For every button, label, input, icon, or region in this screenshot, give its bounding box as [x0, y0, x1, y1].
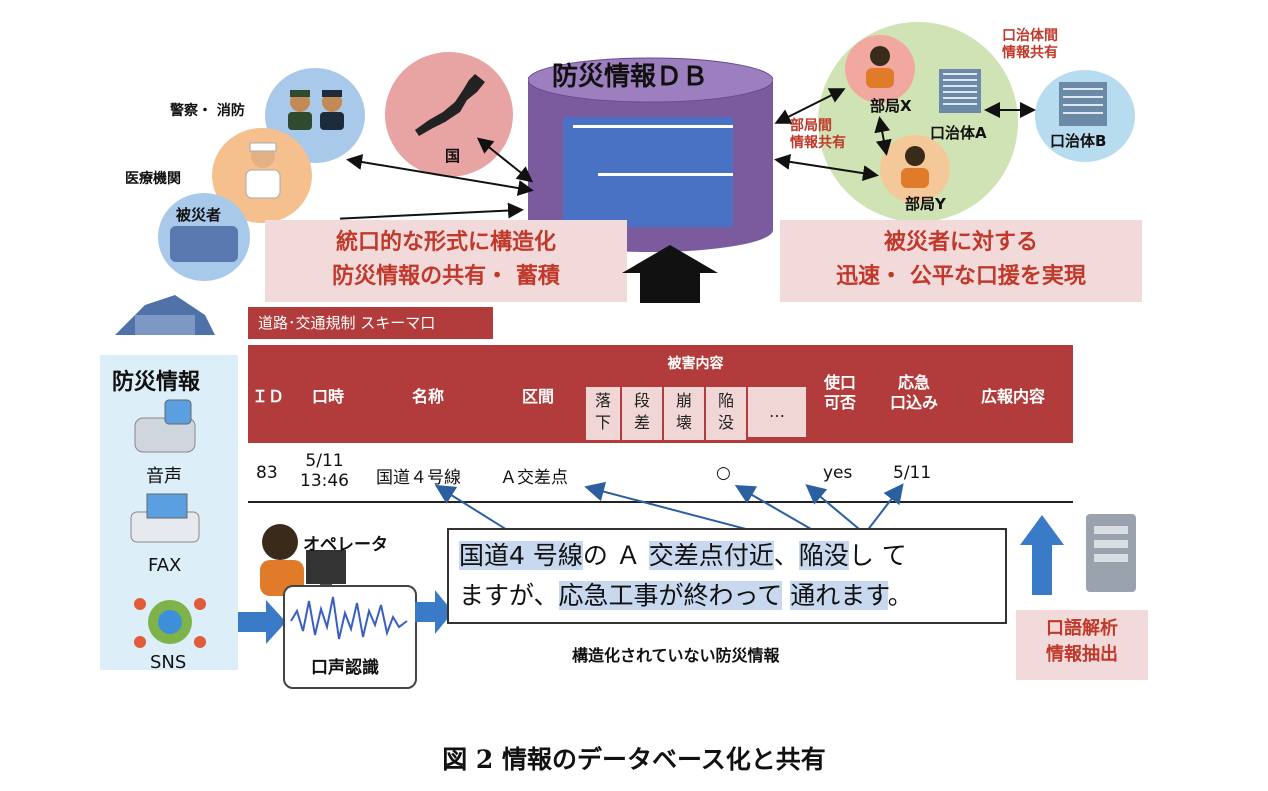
structure-callout: 統口的な形式に構造化 防災情報の共有・ 蓄積: [265, 220, 627, 302]
operator-label: オペレータ: [303, 535, 388, 555]
col-eta: 応急 口込み: [889, 373, 938, 412]
phrase-repair: 応急工事が終わって: [558, 581, 783, 610]
source-fax: FAX: [148, 555, 182, 576]
col-time: 口時: [311, 387, 344, 406]
figure-caption: 図 2 情報のデータベース化と共有: [442, 745, 826, 774]
damage-step: 段 差: [622, 387, 662, 440]
dept-x-person-icon: [862, 44, 898, 94]
dept-share-line2: 情報共有: [790, 135, 846, 151]
up-arrow: [622, 245, 718, 303]
muni-b-label: 口治体B: [1050, 132, 1107, 150]
muni-b-building-icon: [1055, 78, 1111, 132]
doctor-icon: [240, 140, 286, 204]
phrase-sink: 陥没: [798, 541, 849, 570]
row-eta: 5/11: [893, 463, 932, 483]
phrase-period: 。: [887, 581, 913, 610]
schema-title-text: 道路･交通規制 スキーマ口: [258, 314, 436, 332]
database-cylinder: [527, 55, 774, 255]
damage-fall: 落 下: [586, 387, 620, 440]
police-icon: [282, 88, 352, 130]
phrase-no: の Ａ: [582, 541, 649, 570]
disaster-icon: [170, 226, 238, 262]
phrase-shite: し て: [848, 541, 907, 570]
phrase-comma: 、: [773, 541, 799, 570]
left-arrows: [340, 137, 534, 220]
phrase-masuga: ますが、: [459, 581, 559, 610]
unstructured-caption: 構造化されていない防災情報: [572, 646, 780, 665]
muni-a-building-icon: [935, 65, 985, 119]
japan-map-icon: [405, 70, 495, 154]
structure-line2: 防災情報の共有・ 蓄積: [332, 264, 560, 289]
phone-icon: [125, 398, 205, 462]
support-line2: 迅速・ 公平な口援を実現: [836, 264, 1086, 289]
col-publicity: 広報内容: [980, 387, 1045, 406]
dept-y-person-icon: [897, 144, 933, 194]
schema-title: 道路･交通規制 スキーマ口: [248, 307, 493, 339]
flow-arrow-left: [238, 600, 286, 644]
source-voice: 音声: [146, 466, 182, 487]
dept-y-label: 部局Y: [905, 195, 946, 213]
police-fire-label: 警察・ 消防: [170, 103, 245, 119]
support-line1: 被災者に対する: [883, 230, 1038, 255]
damage-more: …: [748, 387, 806, 437]
operator-icon: [250, 520, 350, 614]
damage-collapse: 崩 壊: [664, 387, 704, 440]
muni-share-line1: 口治体間: [1002, 28, 1058, 44]
medical-label: 医療機関: [125, 171, 181, 187]
col-name: 名称: [411, 387, 444, 406]
db-title: 防災情報ＤＢ: [552, 62, 709, 92]
right-arrows: [774, 88, 1036, 182]
source-sns: SNS: [150, 652, 187, 673]
flow-arrow-mid: [415, 590, 453, 634]
schema-header: ＩＤ 口時 名称 区間 被害内容 使口 可否 応急 口込み 広報内容 落 下 段…: [248, 345, 1073, 443]
text-line1: 国道4 号線の Ａ 交差点付近、陥没し て: [459, 536, 995, 576]
speech-recognition-box: 口声認識: [283, 585, 417, 689]
structure-line1: 統口的な形式に構造化: [335, 230, 556, 255]
table-row: 83 5/11 13:46 国道４号線 Ａ交差点 ○ yes 5/11: [248, 443, 1073, 503]
row-time: 5/11 13:46: [300, 451, 349, 491]
dept-x-label: 部局X: [870, 97, 912, 115]
text-line2: ますが、応急工事が終わって 通れます。: [459, 576, 995, 616]
muni-share-line2: 情報共有: [1002, 45, 1058, 61]
row-section: Ａ交差点: [500, 468, 568, 488]
phrase-road: 国道4 号線: [459, 541, 583, 570]
server-icon: [1080, 510, 1142, 600]
col-id: ＩＤ: [251, 387, 284, 406]
row-id: 83: [256, 463, 278, 483]
col-section: 区間: [521, 387, 554, 406]
extraction-line1: 口語解析: [1046, 618, 1118, 639]
extraction-line2: 情報抽出: [1046, 644, 1118, 665]
phrase-passable: 通れます: [790, 581, 888, 610]
recognition-label: 口声認識: [311, 658, 379, 678]
damage-sink: 陥 没: [706, 387, 746, 440]
victim-label: 被災者: [176, 206, 222, 224]
col-damage: 被害内容: [667, 356, 724, 372]
row-usable: yes: [823, 463, 853, 483]
sources-title: 防災情報: [112, 370, 201, 395]
muni-a-label: 口治体A: [930, 124, 987, 142]
collapsed-house-icon: [105, 285, 225, 349]
fax-icon: [125, 490, 205, 550]
phrase-intersection: 交差点付近: [648, 541, 774, 570]
support-callout: 被災者に対する 迅速・ 公平な口援を実現: [780, 220, 1142, 302]
muni-share-label: 口治体間 情報共有: [1002, 28, 1058, 62]
row-name: 国道４号線: [376, 468, 461, 488]
flow-arrow-up: [1020, 515, 1064, 595]
row-damage-mark: ○: [716, 463, 731, 483]
unstructured-text-box: 国道4 号線の Ａ 交差点付近、陥没し て ますが、応急工事が終わって 通れます…: [447, 528, 1007, 624]
sns-icon: [130, 590, 210, 656]
extraction-box: 口語解析 情報抽出: [1016, 610, 1148, 680]
col-usable: 使口 可否: [823, 373, 856, 412]
